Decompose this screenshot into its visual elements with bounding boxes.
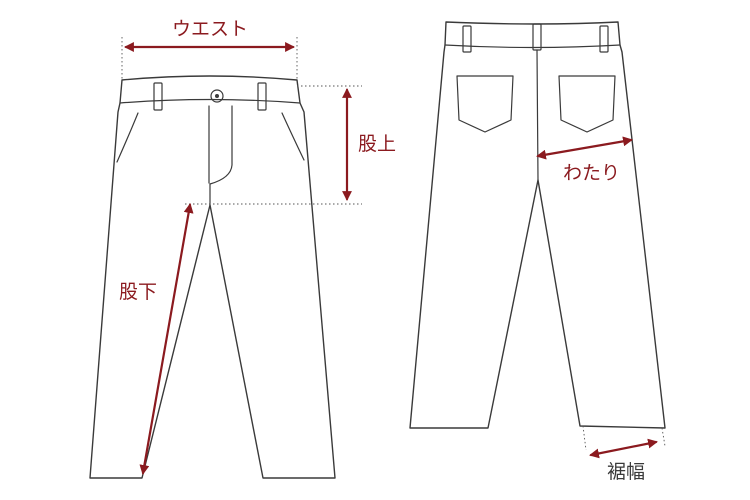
back-pocket-left — [456, 75, 514, 133]
hem-guide-left — [582, 425, 587, 451]
measure-labels: ウエスト 股上 股下 わたり 裾幅 — [119, 18, 645, 483]
back-waistband-edge — [444, 44, 621, 49]
measure-arrows — [124, 42, 658, 475]
waist-label: ウエスト — [172, 18, 248, 40]
inseam-arrow — [139, 203, 194, 475]
button-center — [215, 94, 219, 98]
back-pants — [409, 21, 666, 429]
back-pocket-right — [558, 75, 616, 133]
guide-lines — [121, 37, 666, 451]
back-belt-loop-left — [462, 25, 472, 53]
thigh-arrow — [536, 136, 633, 160]
back-belt-loop-right — [599, 25, 609, 53]
hem-guide-right — [661, 427, 666, 447]
front-pants-outline — [89, 75, 336, 479]
back-pants-outline — [409, 21, 666, 429]
front-fly — [208, 105, 233, 185]
hem-label: 裾幅 — [607, 461, 645, 483]
inseam-label: 股下 — [119, 281, 157, 303]
front-belt-loop-right — [257, 82, 267, 111]
front-waistband-edge — [119, 98, 301, 104]
button-icon — [210, 89, 224, 103]
rise-label: 股上 — [358, 133, 396, 155]
thigh-label: わたり — [563, 162, 620, 184]
hem-arrow — [589, 438, 658, 459]
front-pants — [89, 75, 336, 479]
front-pocket-left — [116, 112, 139, 163]
front-belt-loop-left — [153, 82, 163, 111]
front-pocket-right — [281, 112, 305, 161]
